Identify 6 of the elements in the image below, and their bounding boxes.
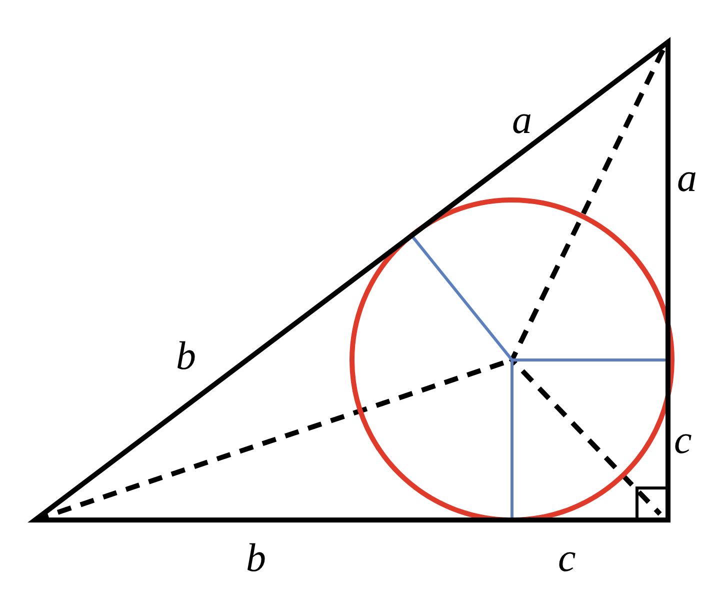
side-label: a [512, 100, 532, 140]
side-label: a [677, 158, 697, 198]
side-label: b [246, 538, 266, 578]
side-label: c [674, 420, 692, 460]
side-label: b [176, 336, 196, 376]
side-label: c [558, 538, 576, 578]
